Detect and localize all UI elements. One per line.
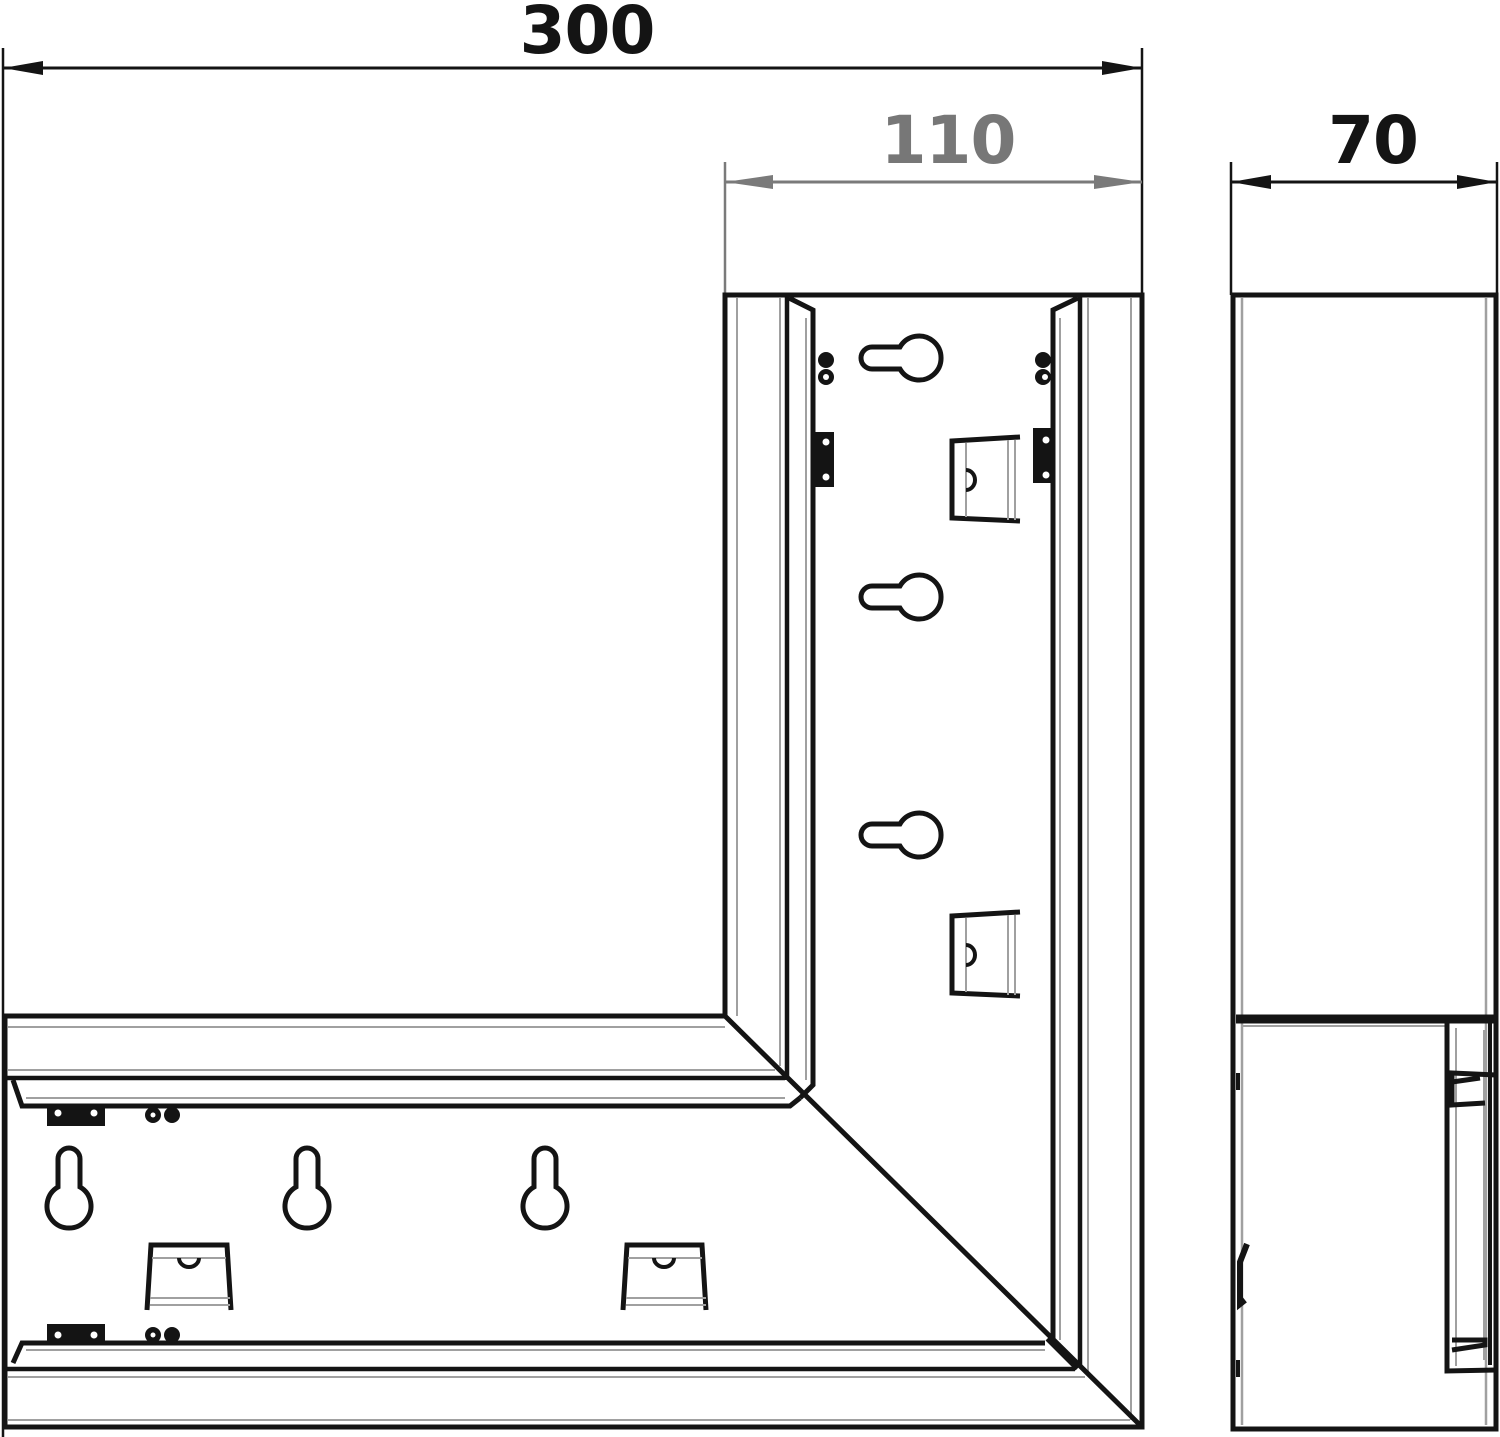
keyhole-slot-icon bbox=[861, 813, 941, 857]
dimension-300 bbox=[1, 48, 1144, 1437]
cable-clip-icon bbox=[144, 1242, 234, 1311]
bracket-icon bbox=[47, 1106, 180, 1126]
dimension-70-label: 70 bbox=[1328, 102, 1419, 179]
keyhole-slot-icon bbox=[47, 1148, 91, 1228]
keyhole-slots-vertical-leg bbox=[861, 336, 941, 857]
keyhole-slots-horizontal-leg bbox=[47, 1148, 567, 1228]
keyhole-slot-icon bbox=[861, 575, 941, 619]
cable-clip-icon bbox=[620, 1242, 709, 1311]
bracket-icon bbox=[814, 352, 834, 487]
cable-clips-horizontal-leg bbox=[144, 1242, 709, 1311]
keyhole-slot-icon bbox=[285, 1148, 329, 1228]
cable-clip-icon bbox=[949, 434, 1021, 524]
dimension-110-label: 110 bbox=[880, 102, 1017, 179]
front-view-flat-angle bbox=[2, 292, 1145, 1430]
cable-clips-vertical-leg bbox=[949, 434, 1021, 999]
keyhole-slot-icon bbox=[523, 1148, 567, 1228]
dimension-70 bbox=[1229, 162, 1499, 295]
keyhole-slot-icon bbox=[861, 336, 941, 380]
cable-clip-icon bbox=[949, 909, 1021, 999]
bracket-icon bbox=[47, 1324, 180, 1344]
edge-brackets bbox=[47, 352, 1053, 1344]
side-view-profile bbox=[1230, 292, 1499, 1432]
dimension-110 bbox=[723, 162, 1142, 295]
dimension-300-label: 300 bbox=[519, 0, 656, 69]
bracket-icon bbox=[1033, 352, 1053, 483]
